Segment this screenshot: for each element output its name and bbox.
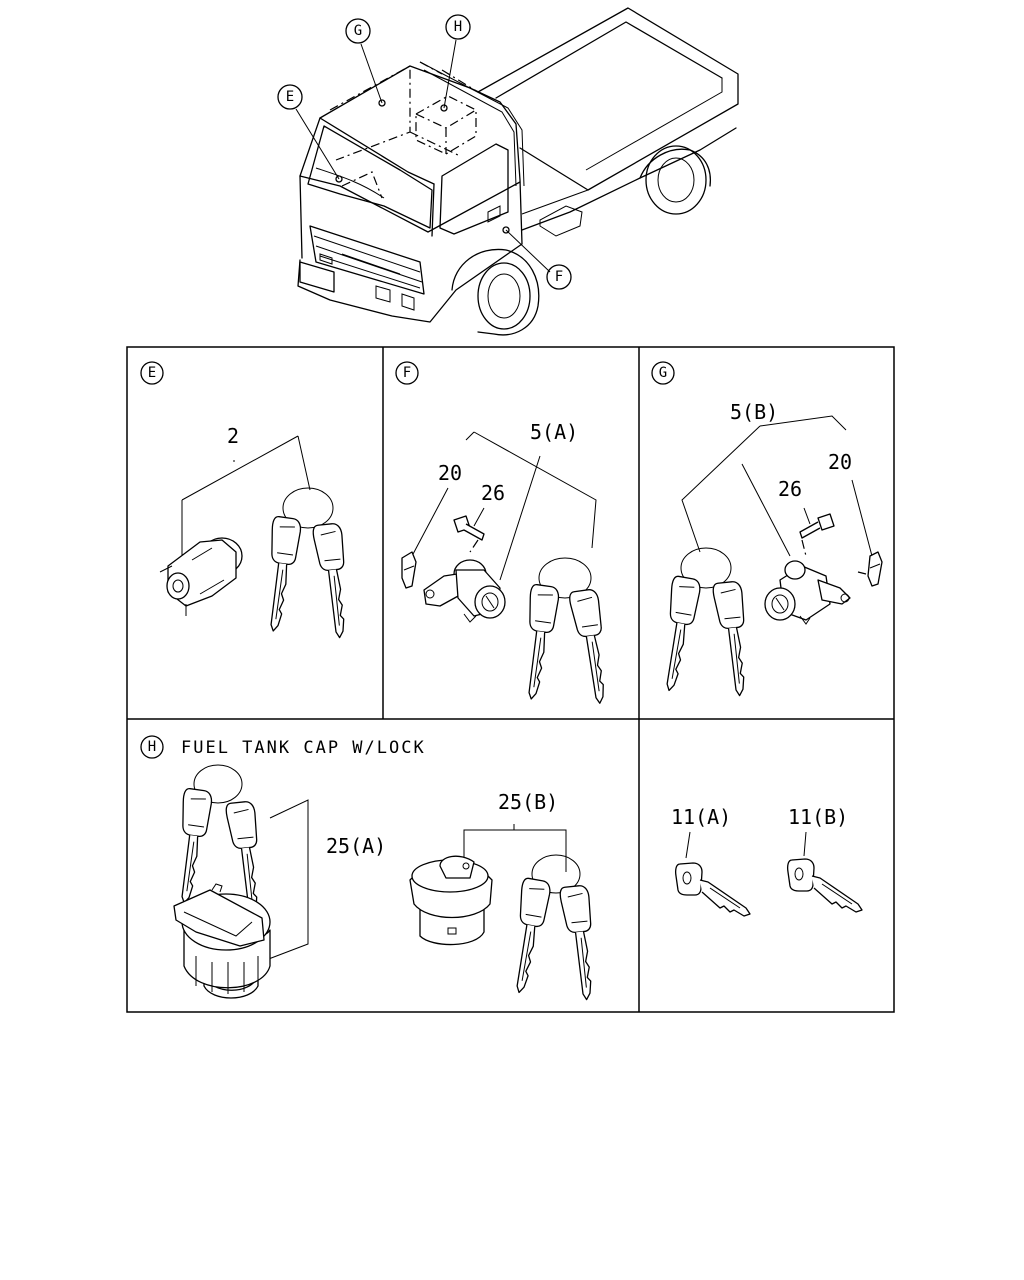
- part-label-11b: 11(B): [788, 805, 848, 829]
- ignition-lock-cylinder: [159, 537, 243, 616]
- truck-overview: [297, 7, 739, 336]
- callout-g: G: [345, 18, 383, 104]
- key-set-g: [653, 547, 754, 698]
- key-blank-11a: [674, 862, 751, 917]
- door-lock-cylinder-f: [423, 559, 506, 623]
- part-label-11a: 11(A): [671, 805, 731, 829]
- key-blank-11b: [786, 858, 863, 913]
- svg-text:G: G: [354, 23, 362, 39]
- part-label-26-f: 26: [481, 481, 505, 505]
- bolt-26-f: [453, 515, 485, 541]
- part-label-2: 2: [227, 424, 239, 448]
- part-label-5b: 5(B): [730, 400, 778, 424]
- panel-g: G 5(B) 20 26: [651, 361, 883, 698]
- part-label-25b: 25(B): [498, 790, 558, 814]
- key-set-f: [515, 557, 614, 707]
- callout-f: F: [505, 229, 572, 290]
- fuel-cap-25b: [409, 855, 493, 946]
- panel-f: F 5(A) 20 26: [395, 361, 614, 707]
- callout-h: H: [443, 14, 471, 109]
- part-label-25a: 25(A): [326, 834, 386, 858]
- part-label-20-g: 20: [828, 450, 852, 474]
- panel-e-letter: E: [148, 365, 156, 381]
- svg-text:F: F: [555, 269, 563, 285]
- panel-grid: [126, 346, 895, 1013]
- fuel-cap-25a: [173, 883, 271, 999]
- svg-text:H: H: [454, 19, 462, 35]
- svg-text:G: G: [659, 365, 667, 381]
- clip-20-f: [401, 551, 417, 589]
- clip-20-g: [867, 551, 883, 587]
- svg-text:E: E: [286, 89, 294, 105]
- door-lock-cylinder-g: [764, 560, 851, 625]
- fuel-tank-cap-title: FUEL TANK CAP W/LOCK: [181, 738, 426, 758]
- panel-key-blanks: 11(A) 11(B): [671, 805, 863, 917]
- panel-h: H FUEL TANK CAP W/LOCK 25(A) 25(B): [140, 735, 601, 1002]
- svg-text:H: H: [148, 739, 156, 755]
- part-label-5a: 5(A): [530, 420, 578, 444]
- key-set-e: [257, 487, 354, 640]
- panel-e: E 2: [140, 361, 354, 640]
- part-label-26-g: 26: [778, 477, 802, 501]
- key-set-25a: [168, 764, 267, 918]
- svg-text:F: F: [403, 365, 411, 381]
- key-set-25b: [503, 854, 601, 1002]
- callout-e: E: [277, 84, 340, 180]
- bolt-26-g: [799, 513, 835, 539]
- part-label-20-f: 20: [438, 461, 462, 485]
